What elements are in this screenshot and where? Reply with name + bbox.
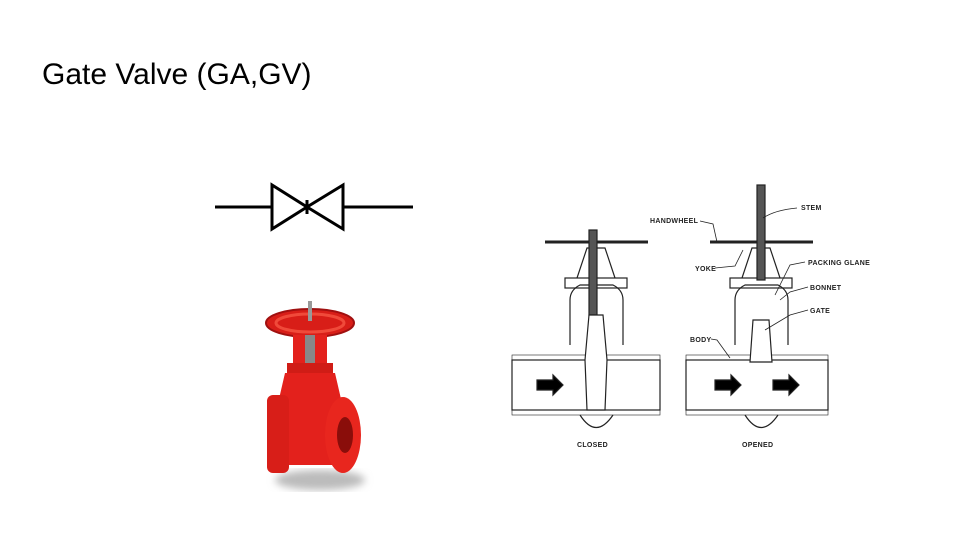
label-body: BODY bbox=[690, 337, 711, 344]
gate-valve-cutaway-diagram: STEM HANDWHEEL YOKE PACKING GLANE BONNET… bbox=[511, 184, 870, 449]
label-gate: GATE bbox=[810, 308, 830, 315]
label-packing-gland: PACKING GLANE bbox=[808, 260, 870, 267]
label-stem: STEM bbox=[801, 205, 822, 212]
slide-title: Gate Valve (GA,GV) bbox=[42, 58, 312, 91]
opened-valve-drawing bbox=[685, 184, 829, 429]
label-bonnet: BONNET bbox=[810, 285, 842, 292]
label-closed: CLOSED bbox=[577, 442, 608, 449]
label-handwheel: HANDWHEEL bbox=[650, 218, 699, 225]
closed-valve-drawing bbox=[511, 229, 661, 429]
label-yoke: YOKE bbox=[695, 266, 716, 273]
red-gate-valve-photo bbox=[265, 301, 365, 490]
gate-valve-symbol-icon bbox=[215, 182, 413, 232]
label-opened: OPENED bbox=[742, 442, 773, 449]
